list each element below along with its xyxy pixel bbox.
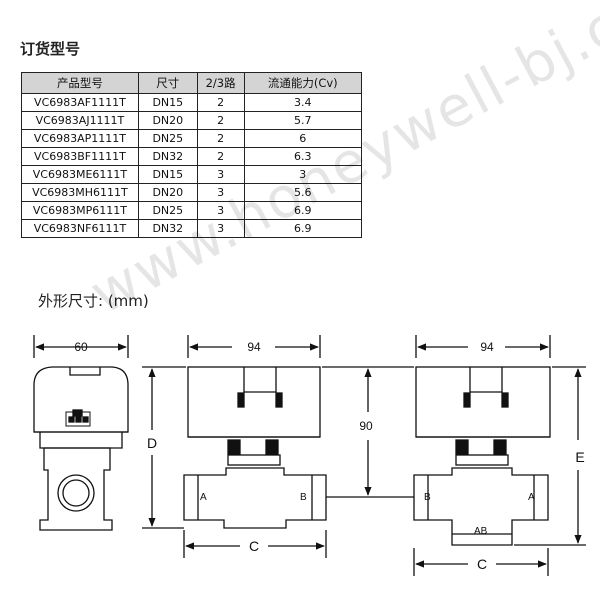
dim-D-label: D [147, 435, 157, 451]
header-cv: 流通能力(Cv) [243, 72, 363, 94]
cell-cv: 6.9 [243, 219, 363, 238]
port-A-left-label: A [200, 492, 207, 503]
dim-E-label: E [575, 449, 584, 465]
header-size: 尺寸 [137, 72, 198, 94]
front-view-3way [413, 335, 586, 576]
order-models-title: 订货型号 [20, 40, 81, 58]
dimensions-title: 外形尺寸: (mm) [38, 292, 149, 310]
dim-C-left-label: C [249, 538, 259, 554]
cell-ways: 3 [196, 219, 245, 238]
table-header-row: 产品型号 尺寸 2/3路 流通能力(Cv) [21, 72, 363, 94]
cell-model: VC6983AP1111T [21, 129, 139, 148]
dim-90-label: 90 [359, 419, 373, 433]
port-AB-label: AB [474, 526, 488, 537]
cell-model: VC6983NF6111T [21, 219, 139, 238]
cell-model: VC6983ME6111T [21, 165, 139, 184]
cell-size: DN32 [137, 219, 198, 238]
side-view [33, 335, 129, 531]
dim-90-group [322, 366, 414, 496]
dim-C-right-label: C [477, 556, 487, 572]
cell-model: VC6983BF1111T [21, 147, 139, 166]
port-B-right-label: B [424, 492, 431, 503]
front-view-2way [142, 335, 327, 558]
dim-94-right-label: 94 [480, 340, 494, 354]
cell-size: DN20 [137, 111, 198, 130]
cell-size: DN25 [137, 129, 198, 148]
cell-cv: 3.4 [243, 93, 363, 112]
header-model: 产品型号 [21, 72, 139, 94]
cell-cv: 6.3 [243, 147, 363, 166]
dim-60-label: 60 [74, 340, 88, 354]
cell-cv: 5.7 [243, 111, 363, 130]
port-A-right-label: A [528, 492, 535, 503]
dim-94-left-label: 94 [247, 340, 261, 354]
port-B-left-label: B [300, 492, 307, 503]
cell-model: VC6983AF1111T [21, 93, 139, 112]
cell-size: DN20 [137, 183, 198, 202]
